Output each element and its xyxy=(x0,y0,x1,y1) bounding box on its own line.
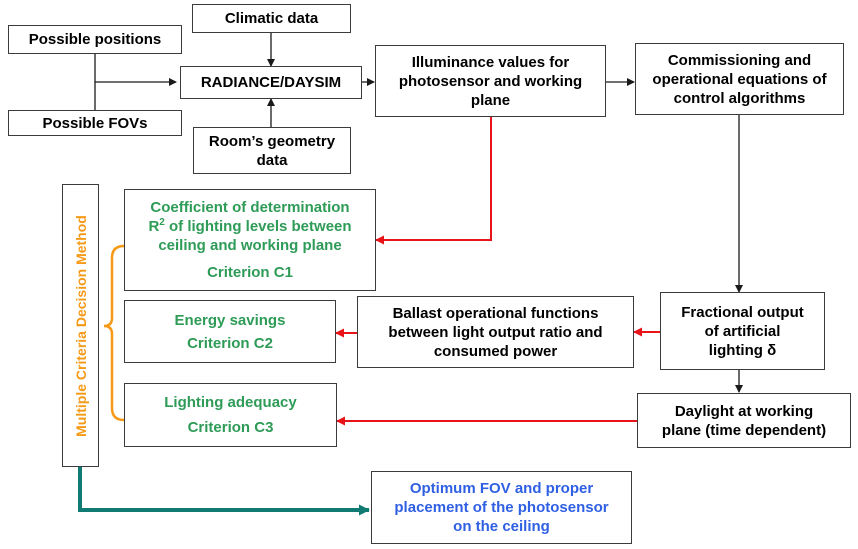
teal-output-arrow xyxy=(78,467,370,516)
illuminance-line1: Illuminance values for xyxy=(411,53,570,71)
c1-line2: R2 of lighting levels between xyxy=(148,217,351,236)
commissioning-line1: Commissioning and xyxy=(667,51,812,69)
climatic-data-box: Climatic data xyxy=(192,4,351,33)
output-line3: on the ceiling xyxy=(453,518,550,535)
c1-line3: ceiling and working plane xyxy=(158,237,342,254)
illuminance-line2: photosensor and working xyxy=(398,72,583,90)
decision-method-box: Multiple Criteria Decision Method xyxy=(62,184,99,467)
rooms-geometry-line2: data xyxy=(256,151,288,169)
fractional-line2: of artificial xyxy=(704,322,781,340)
ballast-functions-box: Ballast operational functions between li… xyxy=(357,296,634,368)
output-line1: Optimum FOV and proper xyxy=(409,480,594,497)
fractional-line3: lighting δ xyxy=(708,341,777,359)
daylight-working-plane-box: Daylight at working plane (time dependen… xyxy=(637,393,851,448)
commissioning-line3: control algorithms xyxy=(673,89,806,107)
rooms-geometry-box: Room’s geometry data xyxy=(193,127,351,174)
c2-title: Energy savings xyxy=(174,311,286,329)
red-arrow-c1 xyxy=(375,117,492,245)
c1-line1: Coefficient of determination xyxy=(150,199,350,216)
criteria-brace xyxy=(103,244,125,422)
possible-positions-box: Possible positions xyxy=(8,25,182,54)
possible-positions-label: Possible positions xyxy=(28,31,162,48)
radiance-daysim-box: RADIANCE/DAYSIM xyxy=(180,66,362,99)
commissioning-line2: operational equations of xyxy=(652,70,827,88)
c3-criterion-label: Criterion C3 xyxy=(187,419,274,436)
possible-fovs-label: Possible FOVs xyxy=(42,114,148,132)
criterion-c2-box: Energy savings Criterion C2 xyxy=(124,300,336,363)
fractional-line1: Fractional output xyxy=(681,303,804,321)
output-line2: placement of the photosensor xyxy=(394,499,609,516)
rooms-geometry-line1: Room’s geometry xyxy=(208,132,336,150)
climatic-data-label: Climatic data xyxy=(224,10,319,27)
ballast-line1: Ballast operational functions xyxy=(392,304,599,322)
possible-fovs-box: Possible FOVs xyxy=(8,110,182,136)
decision-method-label: Multiple Criteria Decision Method xyxy=(72,214,89,437)
optimum-output-box: Optimum FOV and proper placement of the … xyxy=(371,471,632,544)
c2-criterion-label: Criterion C2 xyxy=(187,334,273,352)
illuminance-values-box: Illuminance values for photosensor and w… xyxy=(375,45,606,117)
commissioning-box: Commissioning and operational equations … xyxy=(635,43,844,115)
c3-title: Lighting adequacy xyxy=(164,394,297,411)
daylight-line1: Daylight at working xyxy=(674,402,814,420)
daylight-line2: plane (time dependent) xyxy=(661,421,827,439)
c1-sup: 2 xyxy=(159,217,165,228)
illuminance-line3: plane xyxy=(470,91,511,109)
c1-line2-rest: of lighting levels between xyxy=(164,218,352,235)
ballast-line3: consumed power xyxy=(433,342,558,360)
criterion-c1-box: Coefficient of determination R2 of light… xyxy=(124,189,376,291)
c1-r: R xyxy=(148,218,160,235)
c1-criterion-label: Criterion C1 xyxy=(207,264,293,281)
criterion-c3-box: Lighting adequacy Criterion C3 xyxy=(124,383,337,447)
ballast-line2: between light output ratio and xyxy=(388,323,603,341)
radiance-daysim-label: RADIANCE/DAYSIM xyxy=(200,74,342,91)
fractional-output-box: Fractional output of artificial lighting… xyxy=(660,292,825,370)
